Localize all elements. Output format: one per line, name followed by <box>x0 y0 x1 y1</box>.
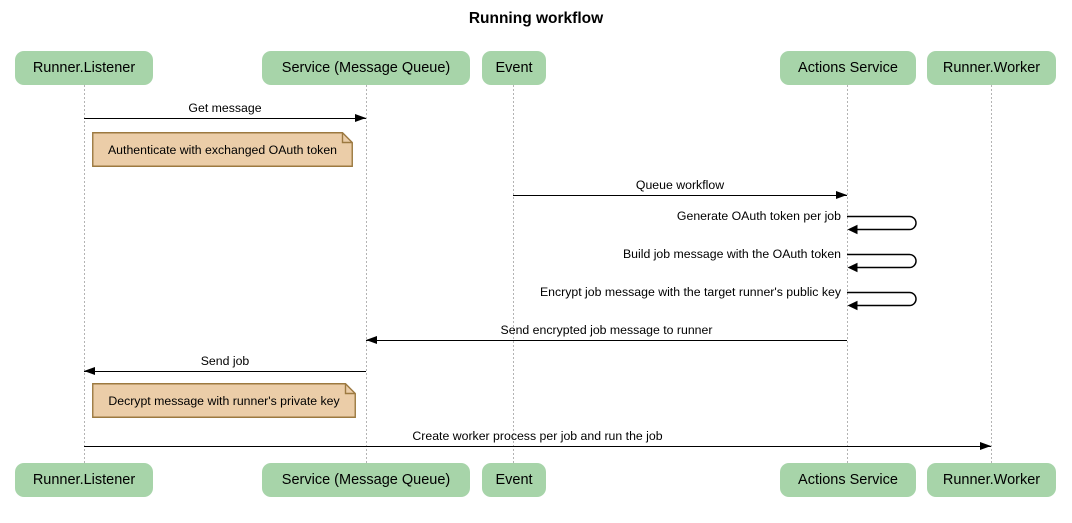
message-label: Create worker process per job and run th… <box>412 429 663 443</box>
message-line <box>84 445 991 447</box>
self-message-generate-oauth-label: Generate OAuth token per job <box>676 209 841 223</box>
note-shape-icon <box>92 132 353 167</box>
self-message-encrypt-job-label: Encrypt job message with the target runn… <box>539 285 841 299</box>
diagram-title: Running workflow <box>468 10 604 27</box>
note-label: Decrypt message with runner's private ke… <box>108 393 340 408</box>
message-label: Send encrypted job message to runner <box>500 323 713 337</box>
arrowhead-right-icon <box>980 441 991 450</box>
note-shape-icon <box>92 383 356 418</box>
self-message-build-job-label: Build job message with the OAuth token <box>622 247 841 261</box>
arrowhead-left-icon <box>366 335 377 344</box>
actor-bottom-runner-listener: Runner.Listener <box>15 463 153 497</box>
message-label: Get message <box>188 101 262 115</box>
message-create-worker: Create worker process per job and run th… <box>84 429 991 453</box>
actor-bottom-runner-worker: Runner.Worker <box>927 463 1056 497</box>
actor-top-runner-listener: Runner.Listener <box>15 51 153 85</box>
lifeline-service-message-queue <box>365 85 367 463</box>
message-label: Send job <box>200 354 250 368</box>
note-authenticate: Authenticate with exchanged OAuth token <box>92 132 353 167</box>
arrowhead-right-icon <box>836 190 847 199</box>
lifeline-runner-listener <box>83 85 85 463</box>
actor-bottom-event: Event <box>482 463 546 497</box>
self-loop-arrow-icon <box>847 253 917 273</box>
actor-top-event: Event <box>482 51 546 85</box>
message-line <box>366 339 847 341</box>
lifeline-event <box>512 85 514 463</box>
arrowhead-left-icon <box>84 366 95 375</box>
lifeline-actions-service <box>846 85 848 463</box>
message-line <box>84 370 366 372</box>
message-send-encrypted-job: Send encrypted job message to runner <box>366 323 847 347</box>
message-get-message: Get message <box>84 101 366 125</box>
note-decrypt: Decrypt message with runner's private ke… <box>92 383 356 418</box>
note-label: Authenticate with exchanged OAuth token <box>107 142 337 157</box>
message-line <box>513 194 847 196</box>
actor-top-runner-worker: Runner.Worker <box>927 51 1056 85</box>
actor-top-actions-service: Actions Service <box>780 51 916 85</box>
message-line <box>84 117 366 119</box>
actor-top-service-message-queue: Service (Message Queue) <box>262 51 470 85</box>
lifeline-runner-worker <box>990 85 992 463</box>
message-queue-workflow: Queue workflow <box>513 178 847 202</box>
self-loop-arrow-icon <box>847 291 917 311</box>
actor-bottom-actions-service: Actions Service <box>780 463 916 497</box>
self-loop-arrow-icon <box>847 215 917 235</box>
message-send-job: Send job <box>84 354 366 378</box>
actor-bottom-service-message-queue: Service (Message Queue) <box>262 463 470 497</box>
arrowhead-right-icon <box>355 113 366 122</box>
message-label: Queue workflow <box>635 178 725 192</box>
